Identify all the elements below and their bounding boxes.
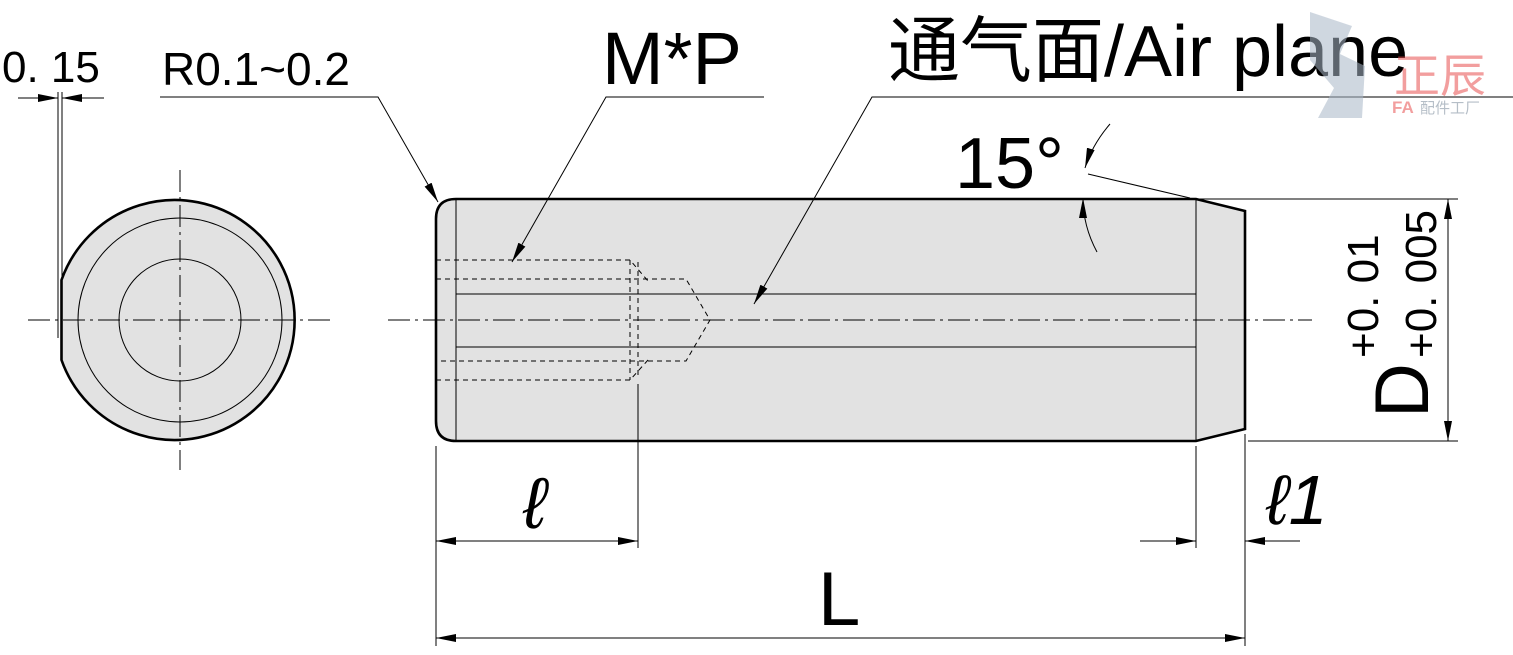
end-view: 0. 15 [2, 43, 330, 470]
thread-leader [511, 96, 764, 263]
angle-arc-upper [1084, 123, 1111, 169]
side-view [388, 197, 1312, 443]
taper-length-label: ℓ1 [1265, 461, 1328, 539]
watermark-logo: 正辰 FA 配件工厂 [1310, 12, 1486, 118]
linear-dimensions: ℓ ℓ1 L D +0. 01 +0. 005 [435, 198, 1458, 646]
radius-leader [160, 96, 439, 203]
tolerance-lower-label: +0. 005 [1397, 210, 1446, 358]
logo-brand-cn: 正辰 [1394, 50, 1486, 102]
angle-arc-lower [1079, 197, 1098, 253]
taper-angle-label: 15° [955, 124, 1064, 204]
corner-radius-label: R0.1~0.2 [162, 43, 350, 95]
logo-shape-icon [1310, 12, 1365, 118]
taper-extension [1087, 173, 1191, 199]
thread-depth-label: ℓ [522, 464, 549, 544]
pin-body [434, 197, 1247, 443]
taper-angle-dimension: 15° [955, 123, 1191, 253]
logo-brand-sub: 配件工厂 [1420, 100, 1480, 117]
air-plane-leader [753, 96, 1513, 305]
logo-brand-fa: FA [1392, 98, 1414, 117]
flat-width-label: 0. 15 [2, 43, 100, 92]
length-label: L [818, 557, 860, 642]
tolerance-upper-label: +0. 01 [1339, 234, 1388, 358]
leaders: R0.1~0.2 M*P 通气面/Air plane [160, 12, 1513, 305]
diameter-label: D [1360, 363, 1445, 418]
thread-label: M*P [602, 17, 742, 100]
